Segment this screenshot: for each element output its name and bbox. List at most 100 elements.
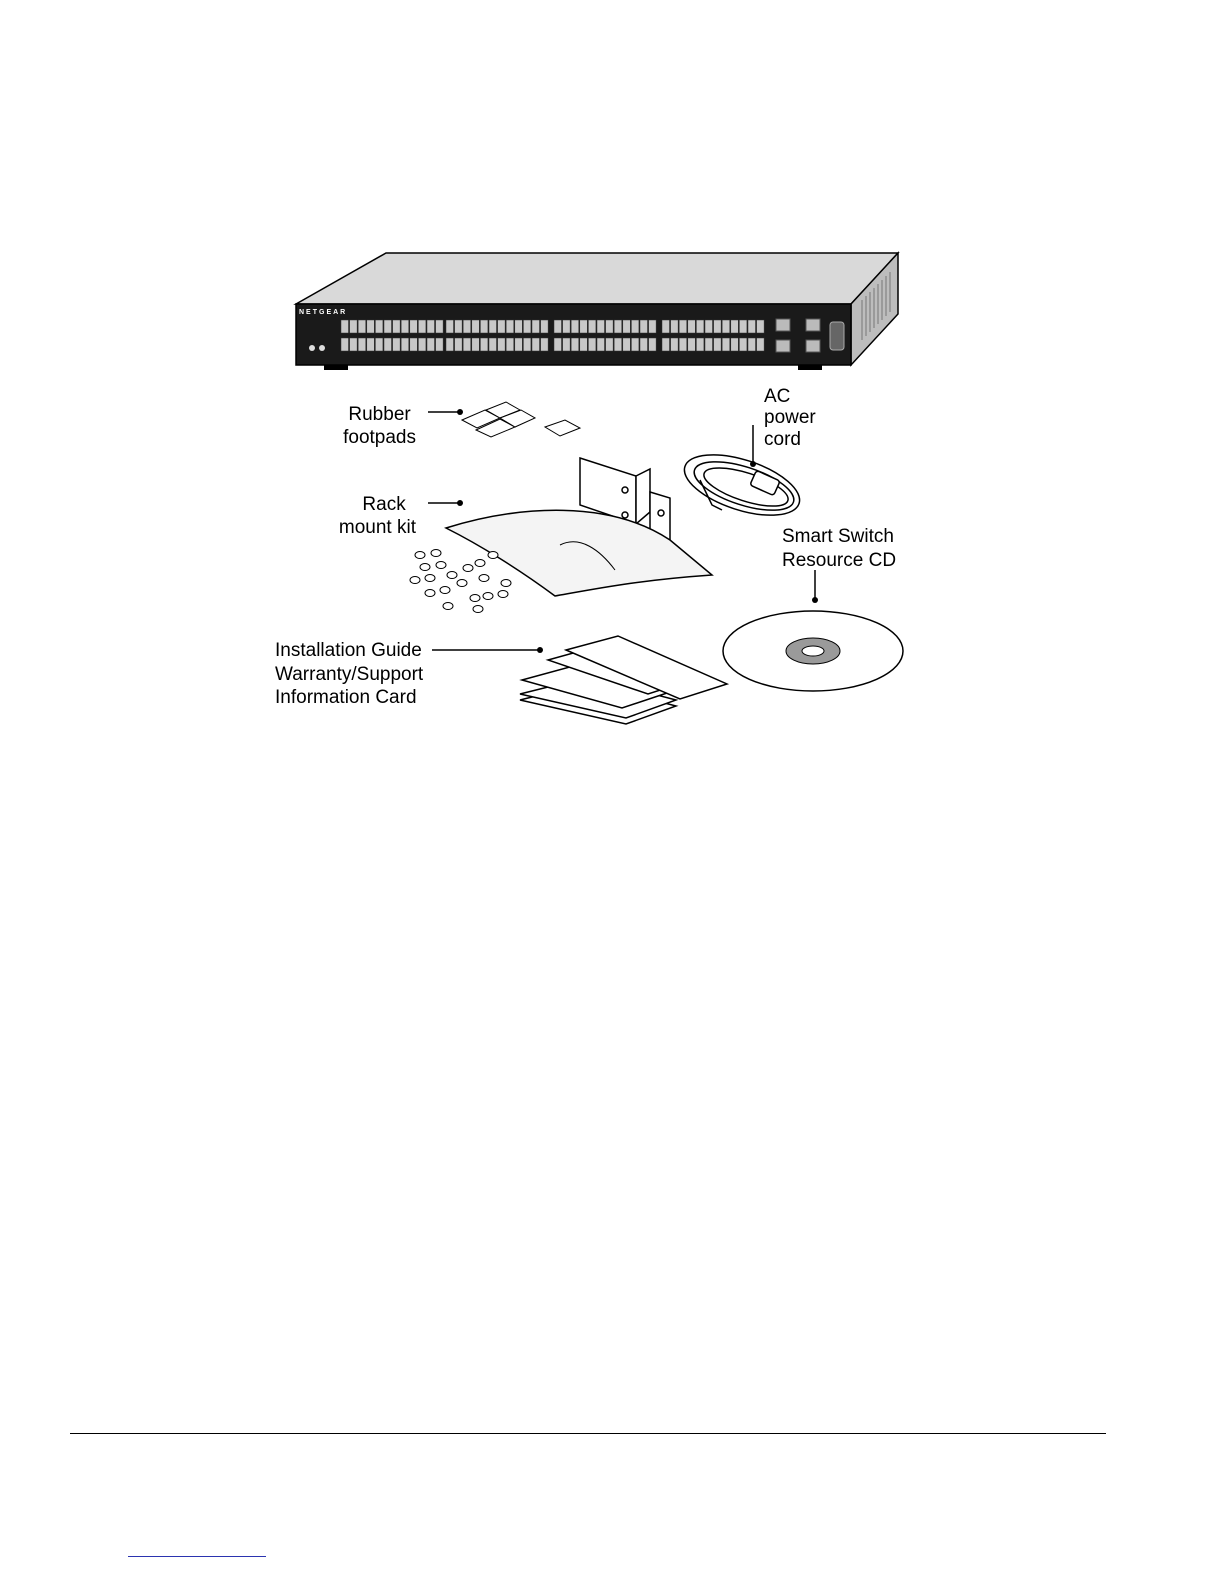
ethernet-port <box>436 320 444 333</box>
ethernet-port <box>640 338 648 351</box>
documents-illustration <box>520 636 727 724</box>
ethernet-port <box>367 320 375 333</box>
ethernet-port <box>523 338 531 351</box>
rack-mount-bag-illustration <box>446 510 712 596</box>
screw <box>473 606 483 613</box>
ethernet-port <box>614 320 622 333</box>
ethernet-port <box>358 338 366 351</box>
ethernet-port <box>341 338 349 351</box>
ethernet-port <box>662 338 670 351</box>
ethernet-port <box>563 338 571 351</box>
ethernet-port <box>705 320 713 333</box>
ethernet-port <box>671 338 679 351</box>
ethernet-port <box>757 320 765 333</box>
ethernet-port <box>523 320 531 333</box>
ethernet-port <box>455 320 463 333</box>
ethernet-port <box>631 320 639 333</box>
ethernet-port <box>541 320 549 333</box>
ethernet-port <box>739 320 747 333</box>
screw <box>436 562 446 569</box>
ethernet-port <box>515 320 523 333</box>
ethernet-port <box>597 320 605 333</box>
ethernet-port <box>554 320 562 333</box>
ethernet-port <box>463 320 471 333</box>
switch-illustration: NETGEAR <box>296 253 898 370</box>
power-cord-illustration <box>677 443 807 528</box>
ethernet-port <box>489 338 497 351</box>
screw <box>410 577 420 584</box>
ethernet-port <box>498 320 506 333</box>
ethernet-port <box>554 338 562 351</box>
ethernet-port <box>580 320 588 333</box>
screw <box>425 575 435 582</box>
screw <box>488 552 498 559</box>
ethernet-port <box>375 338 383 351</box>
footpads-label: Rubber footpads <box>343 404 416 448</box>
ethernet-port <box>350 320 358 333</box>
screw <box>443 603 453 610</box>
ethernet-port <box>418 320 426 333</box>
ethernet-port <box>563 320 571 333</box>
rubber-footpads-illustration <box>462 402 580 437</box>
switch-brand-label: NETGEAR <box>299 309 347 316</box>
ethernet-port <box>696 320 704 333</box>
ethernet-port <box>739 338 747 351</box>
ethernet-port <box>606 320 614 333</box>
ethernet-port <box>714 338 722 351</box>
ethernet-port <box>679 338 687 351</box>
ethernet-port <box>401 320 409 333</box>
ethernet-port <box>384 338 392 351</box>
screw <box>498 591 508 598</box>
ethernet-port <box>367 338 375 351</box>
ethernet-port <box>384 320 392 333</box>
ethernet-port <box>588 320 596 333</box>
ethernet-port <box>375 320 383 333</box>
ethernet-port <box>571 320 579 333</box>
ethernet-port <box>588 338 596 351</box>
ethernet-port <box>705 338 713 351</box>
ethernet-port <box>731 338 739 351</box>
ethernet-port <box>436 338 444 351</box>
screw <box>431 550 441 557</box>
ethernet-port <box>722 320 730 333</box>
ethernet-port <box>606 338 614 351</box>
ethernet-port <box>489 320 497 333</box>
ethernet-port <box>640 320 648 333</box>
ethernet-port <box>571 338 579 351</box>
screw <box>501 580 511 587</box>
screw <box>447 572 457 579</box>
screw <box>483 593 493 600</box>
ethernet-port <box>597 338 605 351</box>
screw <box>457 580 467 587</box>
ethernet-port <box>541 338 549 351</box>
ethernet-port <box>532 338 540 351</box>
ethernet-port <box>515 338 523 351</box>
documents-label: Installation Guide Warranty/Support Info… <box>275 640 428 708</box>
screw <box>425 590 435 597</box>
screw <box>420 564 430 571</box>
screw <box>475 560 485 567</box>
footer-link-underline[interactable] <box>128 1556 266 1557</box>
ethernet-port <box>506 320 514 333</box>
screw <box>415 552 425 559</box>
ethernet-port <box>427 320 435 333</box>
ethernet-port <box>358 320 366 333</box>
screw <box>440 587 450 594</box>
ethernet-port <box>418 338 426 351</box>
ethernet-port <box>506 338 514 351</box>
ethernet-port <box>446 338 454 351</box>
ethernet-port <box>480 320 488 333</box>
ethernet-port <box>631 338 639 351</box>
ethernet-port <box>748 338 756 351</box>
ethernet-port <box>623 320 631 333</box>
rack-mount-screws-illustration <box>410 550 511 613</box>
resource-cd-label: Smart Switch Resource CD <box>782 526 899 571</box>
ethernet-port <box>714 320 722 333</box>
ethernet-port <box>480 338 488 351</box>
ethernet-port <box>731 320 739 333</box>
ethernet-port <box>341 320 349 333</box>
ethernet-port <box>472 320 480 333</box>
ethernet-port <box>580 338 588 351</box>
ethernet-port <box>350 338 358 351</box>
